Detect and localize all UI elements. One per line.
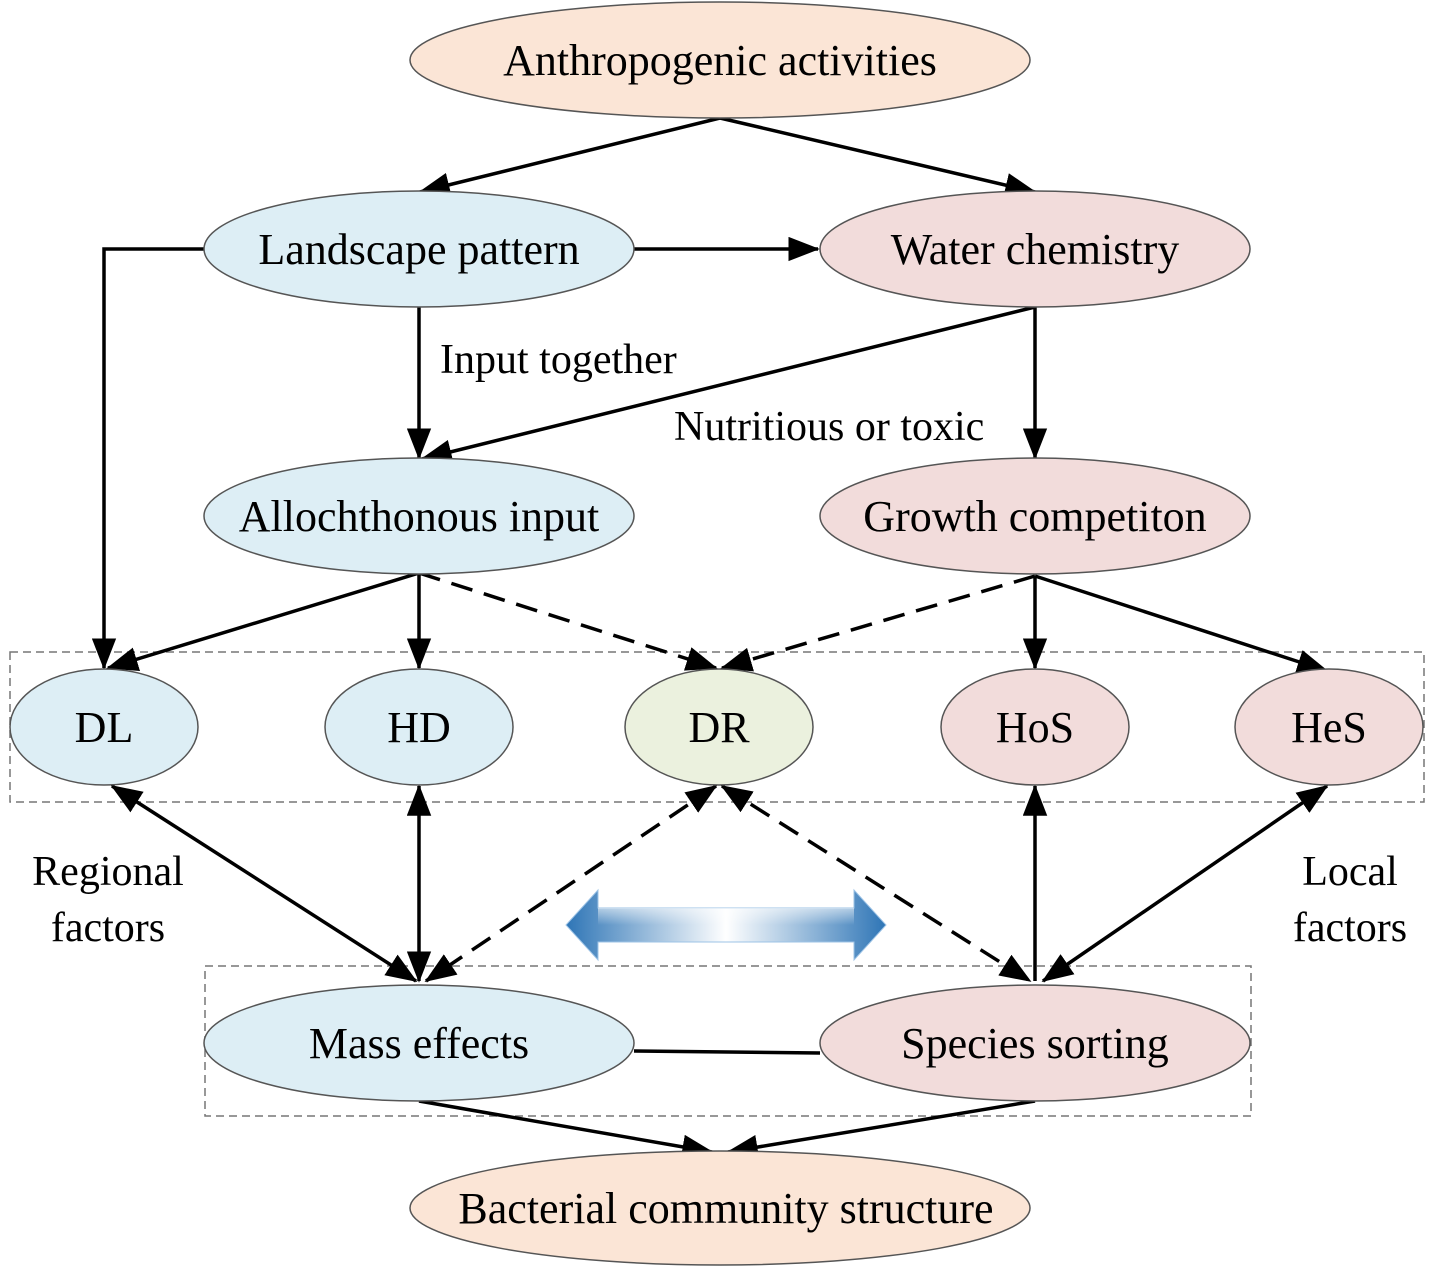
node-label: Allochthonous input	[239, 492, 600, 541]
edge-anthropogenic-landscape	[418, 116, 721, 197]
edge-mass-bacterial	[418, 1099, 714, 1159]
node-label: Anthropogenic activities	[503, 36, 937, 85]
node-dr: DR	[624, 668, 814, 786]
node-label: Mass effects	[309, 1019, 529, 1068]
double-arrow-icon	[565, 888, 887, 962]
edge-species-bacterial	[726, 1099, 1036, 1160]
node-label: Water chemistry	[891, 225, 1179, 274]
input-together-label: Input together	[440, 337, 677, 383]
nutritious-or-toxic-label: Nutritious or toxic	[674, 404, 984, 450]
edge-mass-species	[633, 1049, 821, 1055]
regional-factors-label-line2: factors	[51, 905, 165, 951]
node-label: HD	[387, 703, 451, 752]
node-bacterial-community-structure: Bacterial community structure	[409, 1150, 1031, 1266]
node-hos: HoS	[940, 668, 1130, 786]
node-label: DR	[688, 703, 750, 752]
edge-hes-species	[1041, 784, 1329, 983]
edge-water-allochthonous	[420, 305, 1036, 464]
node-landscape-pattern: Landscape pattern	[203, 190, 635, 308]
regional-factors-label-line1: Regional	[32, 849, 184, 895]
node-label: Landscape pattern	[258, 225, 579, 274]
node-anthropogenic-activities: Anthropogenic activities	[409, 1, 1031, 119]
node-water-chemistry: Water chemistry	[819, 190, 1251, 308]
node-label: Species sorting	[901, 1019, 1169, 1068]
node-hd: HD	[324, 668, 514, 786]
edge-allochthonous-dl	[106, 571, 420, 672]
node-hes: HeS	[1234, 668, 1424, 786]
edge-landscape-dl	[91, 247, 204, 670]
node-label: DL	[75, 703, 134, 752]
edge-growth-hes	[1034, 574, 1329, 674]
edge-anthropogenic-water	[719, 116, 1037, 198]
edge-allochthonous-dr	[418, 571, 718, 671]
node-label: Bacterial community structure	[458, 1184, 993, 1233]
node-species-sorting: Species sorting	[819, 984, 1251, 1102]
edge-dl-mass	[110, 784, 418, 983]
edge-dr-mass	[424, 784, 718, 983]
node-label: HeS	[1291, 703, 1367, 752]
edge-dr-species	[720, 784, 1032, 983]
edge-growth-dr	[720, 574, 1036, 672]
node-dl: DL	[9, 668, 199, 786]
node-allochthonous-input: Allochthonous input	[203, 457, 635, 575]
node-growth-competition: Growth competiton	[819, 457, 1251, 575]
local-factors-label-line1: Local	[1302, 849, 1398, 895]
node-label: Growth competiton	[863, 492, 1206, 541]
node-mass-effects: Mass effects	[203, 984, 635, 1102]
local-factors-label-line2: factors	[1293, 905, 1407, 951]
node-label: HoS	[996, 703, 1074, 752]
